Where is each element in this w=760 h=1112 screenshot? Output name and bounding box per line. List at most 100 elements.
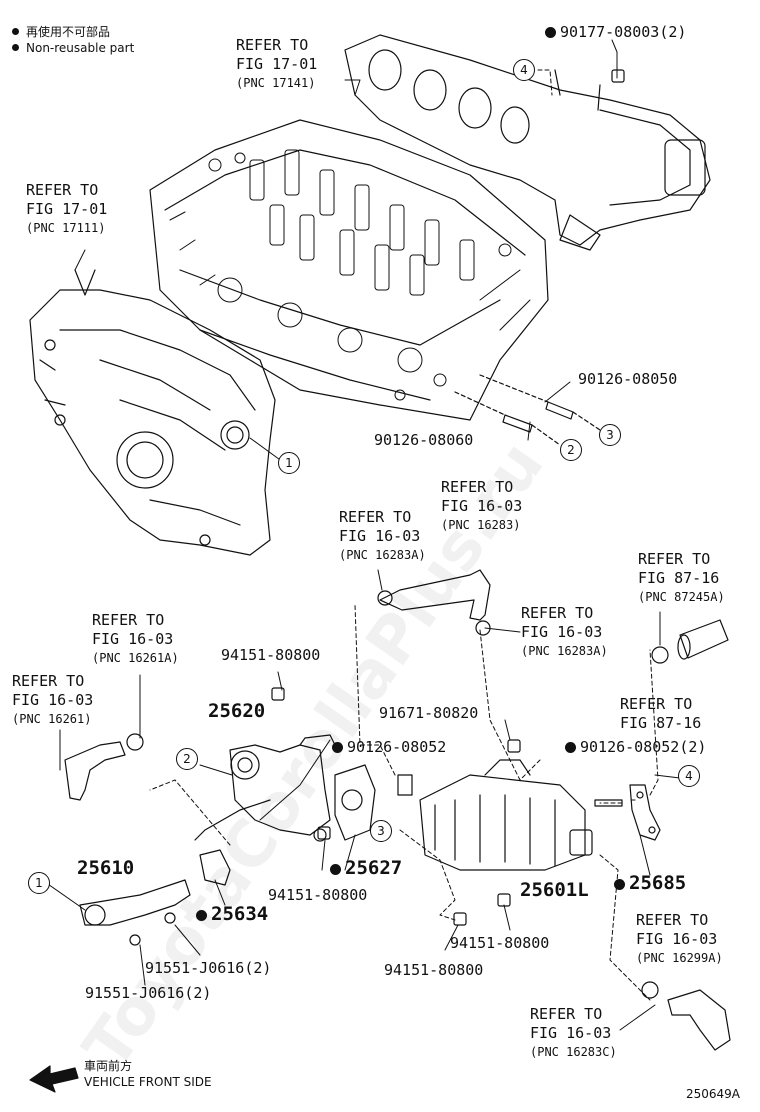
hose-16283-illustration (377, 569, 491, 636)
ref-line: FIG 16-03 (530, 1024, 612, 1042)
gasket-25634-illustration (199, 849, 231, 886)
ref-pnc: (PNC 17111) (26, 221, 106, 235)
callout-4: 4 (678, 765, 700, 787)
hose-16299A-illustration (641, 981, 731, 1051)
ref-line: REFER TO (521, 604, 594, 622)
ref-pnc: (PNC 17141) (236, 76, 316, 90)
legend-row-jp: 再使用不可部品 (12, 24, 134, 40)
part-number-label[interactable]: 94151-80800 (450, 935, 549, 952)
gasket-25627-illustration (334, 764, 376, 841)
ref-line: REFER TO (441, 478, 514, 496)
non-reusable-dot-icon (545, 27, 556, 38)
part-number-label[interactable]: 90126-08052(2) (565, 739, 706, 756)
part-number-text: 25620 (208, 700, 266, 722)
vehicle-front-label: 車両前方 VEHICLE FRONT SIDE (84, 1058, 212, 1090)
figure-code: 250649A (686, 1087, 741, 1101)
ref-line: FIG 17-01 (26, 200, 108, 218)
callout-4: 4 (513, 59, 535, 81)
ref-line: FIG 16-03 (12, 691, 94, 709)
part-number-label[interactable]: 94151-80800 (221, 647, 320, 664)
ref-pnc: (PNC 16283A) (339, 548, 426, 562)
ref-line: REFER TO (530, 1005, 603, 1023)
ref-label[interactable]: REFER TO FIG 87-16 (PNC 87245A) (638, 550, 725, 607)
part-number-text: 91551-J0616(2) (145, 959, 272, 977)
vehicle-front-arrow (29, 1065, 79, 1093)
part-number-text: 90126-08052(2) (580, 738, 707, 756)
callout-1: 1 (278, 452, 300, 474)
part-number-label[interactable]: 25685 (614, 872, 687, 894)
ref-label[interactable]: REFER TO FIG 17-01 (PNC 17141) (236, 36, 317, 93)
vehicle-front-jp: 車両前方 (84, 1059, 133, 1073)
legend-dot-icon (12, 44, 19, 51)
callout-2: 2 (560, 439, 582, 461)
part-number-label[interactable]: 91671-80820 (379, 705, 478, 722)
part-number-label[interactable]: 25620 (208, 700, 266, 722)
ref-pnc: (PNC 16283) (441, 518, 521, 532)
part-number-label[interactable]: 90126-08060 (374, 432, 473, 449)
part-number-label[interactable]: 90126-08050 (578, 371, 677, 388)
part-number-label[interactable]: 25634 (196, 905, 268, 924)
exhaust-manifold-illustration (344, 34, 711, 251)
nuts-illustration (271, 69, 625, 926)
part-number-label[interactable]: 94151-80800 (384, 962, 483, 979)
intake-manifold-illustration (29, 269, 276, 556)
egr-cooler-25601L-illustration (419, 759, 593, 871)
non-reusable-dot-icon (196, 910, 207, 921)
ref-pnc: (PNC 16261) (12, 712, 92, 726)
ref-label[interactable]: REFER TO FIG 16-03 (PNC 16283) (441, 478, 522, 535)
ref-line: FIG 87-16 (638, 569, 720, 587)
non-reusable-dot-icon (332, 742, 343, 753)
ref-line: REFER TO (92, 611, 165, 629)
ref-line: REFER TO (236, 36, 309, 54)
part-number-label[interactable]: 25601L (520, 879, 589, 901)
ref-label[interactable]: REFER TO FIG 16-03 (PNC 16283A) (521, 604, 608, 661)
part-number-label[interactable]: 94151-80800 (268, 887, 367, 904)
part-number-label[interactable]: 91551-J0616(2) (145, 960, 271, 977)
ref-label[interactable]: REFER TO FIG 17-01 (PNC 17111) (26, 181, 107, 238)
ref-line: FIG 16-03 (521, 623, 603, 641)
non-reusable-dot-icon (614, 879, 625, 890)
egr-valve-25620-illustration (194, 734, 336, 842)
ref-line: REFER TO (636, 911, 709, 929)
callout-2: 2 (176, 748, 198, 770)
legend-dot-icon (12, 28, 19, 35)
ref-label[interactable]: REFER TO FIG 16-03 (PNC 16261A) (92, 611, 179, 668)
part-number-label[interactable]: 91551-J0616(2) (85, 985, 211, 1002)
non-reusable-dot-icon (565, 742, 576, 753)
ref-line: FIG 17-01 (236, 55, 318, 73)
callout-1: 1 (28, 872, 50, 894)
part-number-text: 90126-08060 (374, 431, 474, 449)
legend-line-jp: 再使用不可部品 (26, 25, 111, 39)
part-number-label[interactable]: 25610 (77, 859, 134, 878)
ref-label[interactable]: REFER TO FIG 16-03 (PNC 16283A) (339, 508, 426, 565)
legend-row-en: Non-reusable part (12, 40, 134, 56)
part-number-text: 25627 (345, 857, 403, 879)
part-number-text: 25685 (629, 872, 687, 894)
part-number-label[interactable]: 90126-08052 (332, 739, 446, 756)
part-number-label[interactable]: 90177-08003(2) (545, 24, 686, 41)
part-number-label[interactable]: 25627 (330, 857, 403, 879)
ref-line: REFER TO (12, 672, 85, 690)
pipe-25610-illustration (79, 879, 191, 946)
non-reusable-dot-icon (330, 864, 341, 875)
part-number-text: 94151-80800 (384, 961, 484, 979)
ref-line: REFER TO (26, 181, 99, 199)
part-number-text: 25601L (520, 879, 589, 901)
ref-line: FIG 87-16 (620, 714, 702, 732)
ref-line: REFER TO (638, 550, 711, 568)
ref-line: REFER TO (339, 508, 412, 526)
leader-lines (44, 39, 681, 1031)
ref-label[interactable]: REFER TO FIG 16-03 (PNC 16283C) (530, 1005, 617, 1062)
ref-line: FIG 16-03 (339, 527, 421, 545)
ref-label[interactable]: REFER TO FIG 16-03 (PNC 16299A) (636, 911, 723, 968)
ref-label[interactable]: REFER TO FIG 87-16 (620, 695, 701, 733)
ref-pnc: (PNC 16283C) (530, 1045, 617, 1059)
vehicle-front-en: VEHICLE FRONT SIDE (84, 1075, 212, 1089)
ref-label[interactable]: REFER TO FIG 16-03 (PNC 16261) (12, 672, 93, 729)
ref-pnc: (PNC 87245A) (638, 590, 725, 604)
part-number-text: 91671-80820 (379, 704, 479, 722)
callout-3: 3 (370, 820, 392, 842)
ref-line: REFER TO (620, 695, 693, 713)
ref-line: FIG 16-03 (636, 930, 718, 948)
